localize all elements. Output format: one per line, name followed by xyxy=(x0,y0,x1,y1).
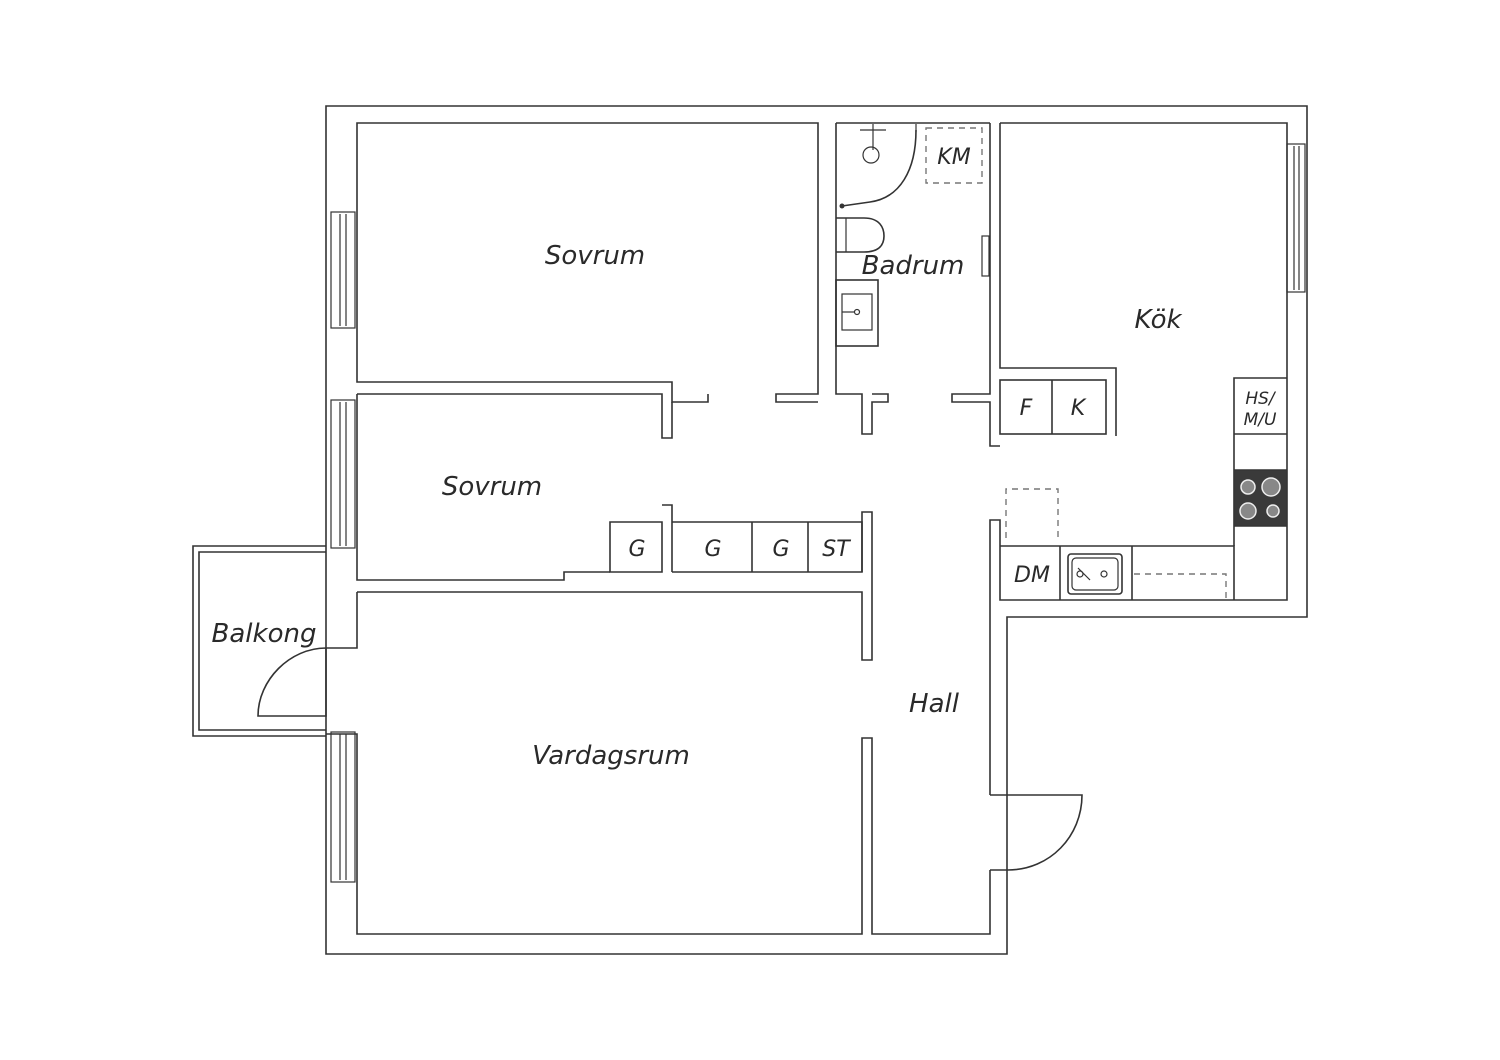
washing-machine-space xyxy=(925,127,983,184)
label-badrum: Badrum xyxy=(862,251,965,281)
label-hs: HS/ xyxy=(1245,389,1277,409)
label-g-2: G xyxy=(704,537,721,562)
label-dm: DM xyxy=(1014,563,1050,588)
label-hall: Hall xyxy=(909,689,960,719)
label-sovrum-1: Sovrum xyxy=(545,241,645,271)
balcony-door xyxy=(257,647,327,717)
wardrobes xyxy=(609,504,863,573)
label-f: F xyxy=(1020,396,1033,421)
room-vardagsrum xyxy=(326,511,873,661)
label-mu: M/U xyxy=(1244,410,1277,430)
label-balkong: Balkong xyxy=(212,619,317,649)
bathroom-door-frame xyxy=(981,235,990,277)
shower-icon xyxy=(839,124,917,209)
label-st: ST xyxy=(822,537,851,562)
bathroom-sink-icon xyxy=(835,279,879,347)
label-km: KM xyxy=(937,145,970,170)
label-k: K xyxy=(1071,396,1087,421)
label-sovrum-2: Sovrum xyxy=(442,472,542,502)
entrance-door xyxy=(990,794,1083,871)
stove-icon xyxy=(1233,469,1288,527)
label-vardagsrum: Vardagsrum xyxy=(532,741,690,771)
label-kok: Kök xyxy=(1134,305,1182,335)
fridge-freezer xyxy=(999,379,1107,435)
room-hall xyxy=(326,733,991,935)
kitchen-sink-icon xyxy=(1067,553,1123,595)
room-kok xyxy=(989,122,1288,795)
balcony xyxy=(192,545,326,737)
label-g-3: G xyxy=(772,537,789,562)
room-badrum xyxy=(835,122,1000,447)
label-g-1: G xyxy=(628,537,645,562)
outer-wall xyxy=(325,105,1308,955)
toilet-icon xyxy=(836,217,885,253)
room-sovrum-2 xyxy=(356,393,673,581)
room-sovrum-1 xyxy=(356,122,819,403)
